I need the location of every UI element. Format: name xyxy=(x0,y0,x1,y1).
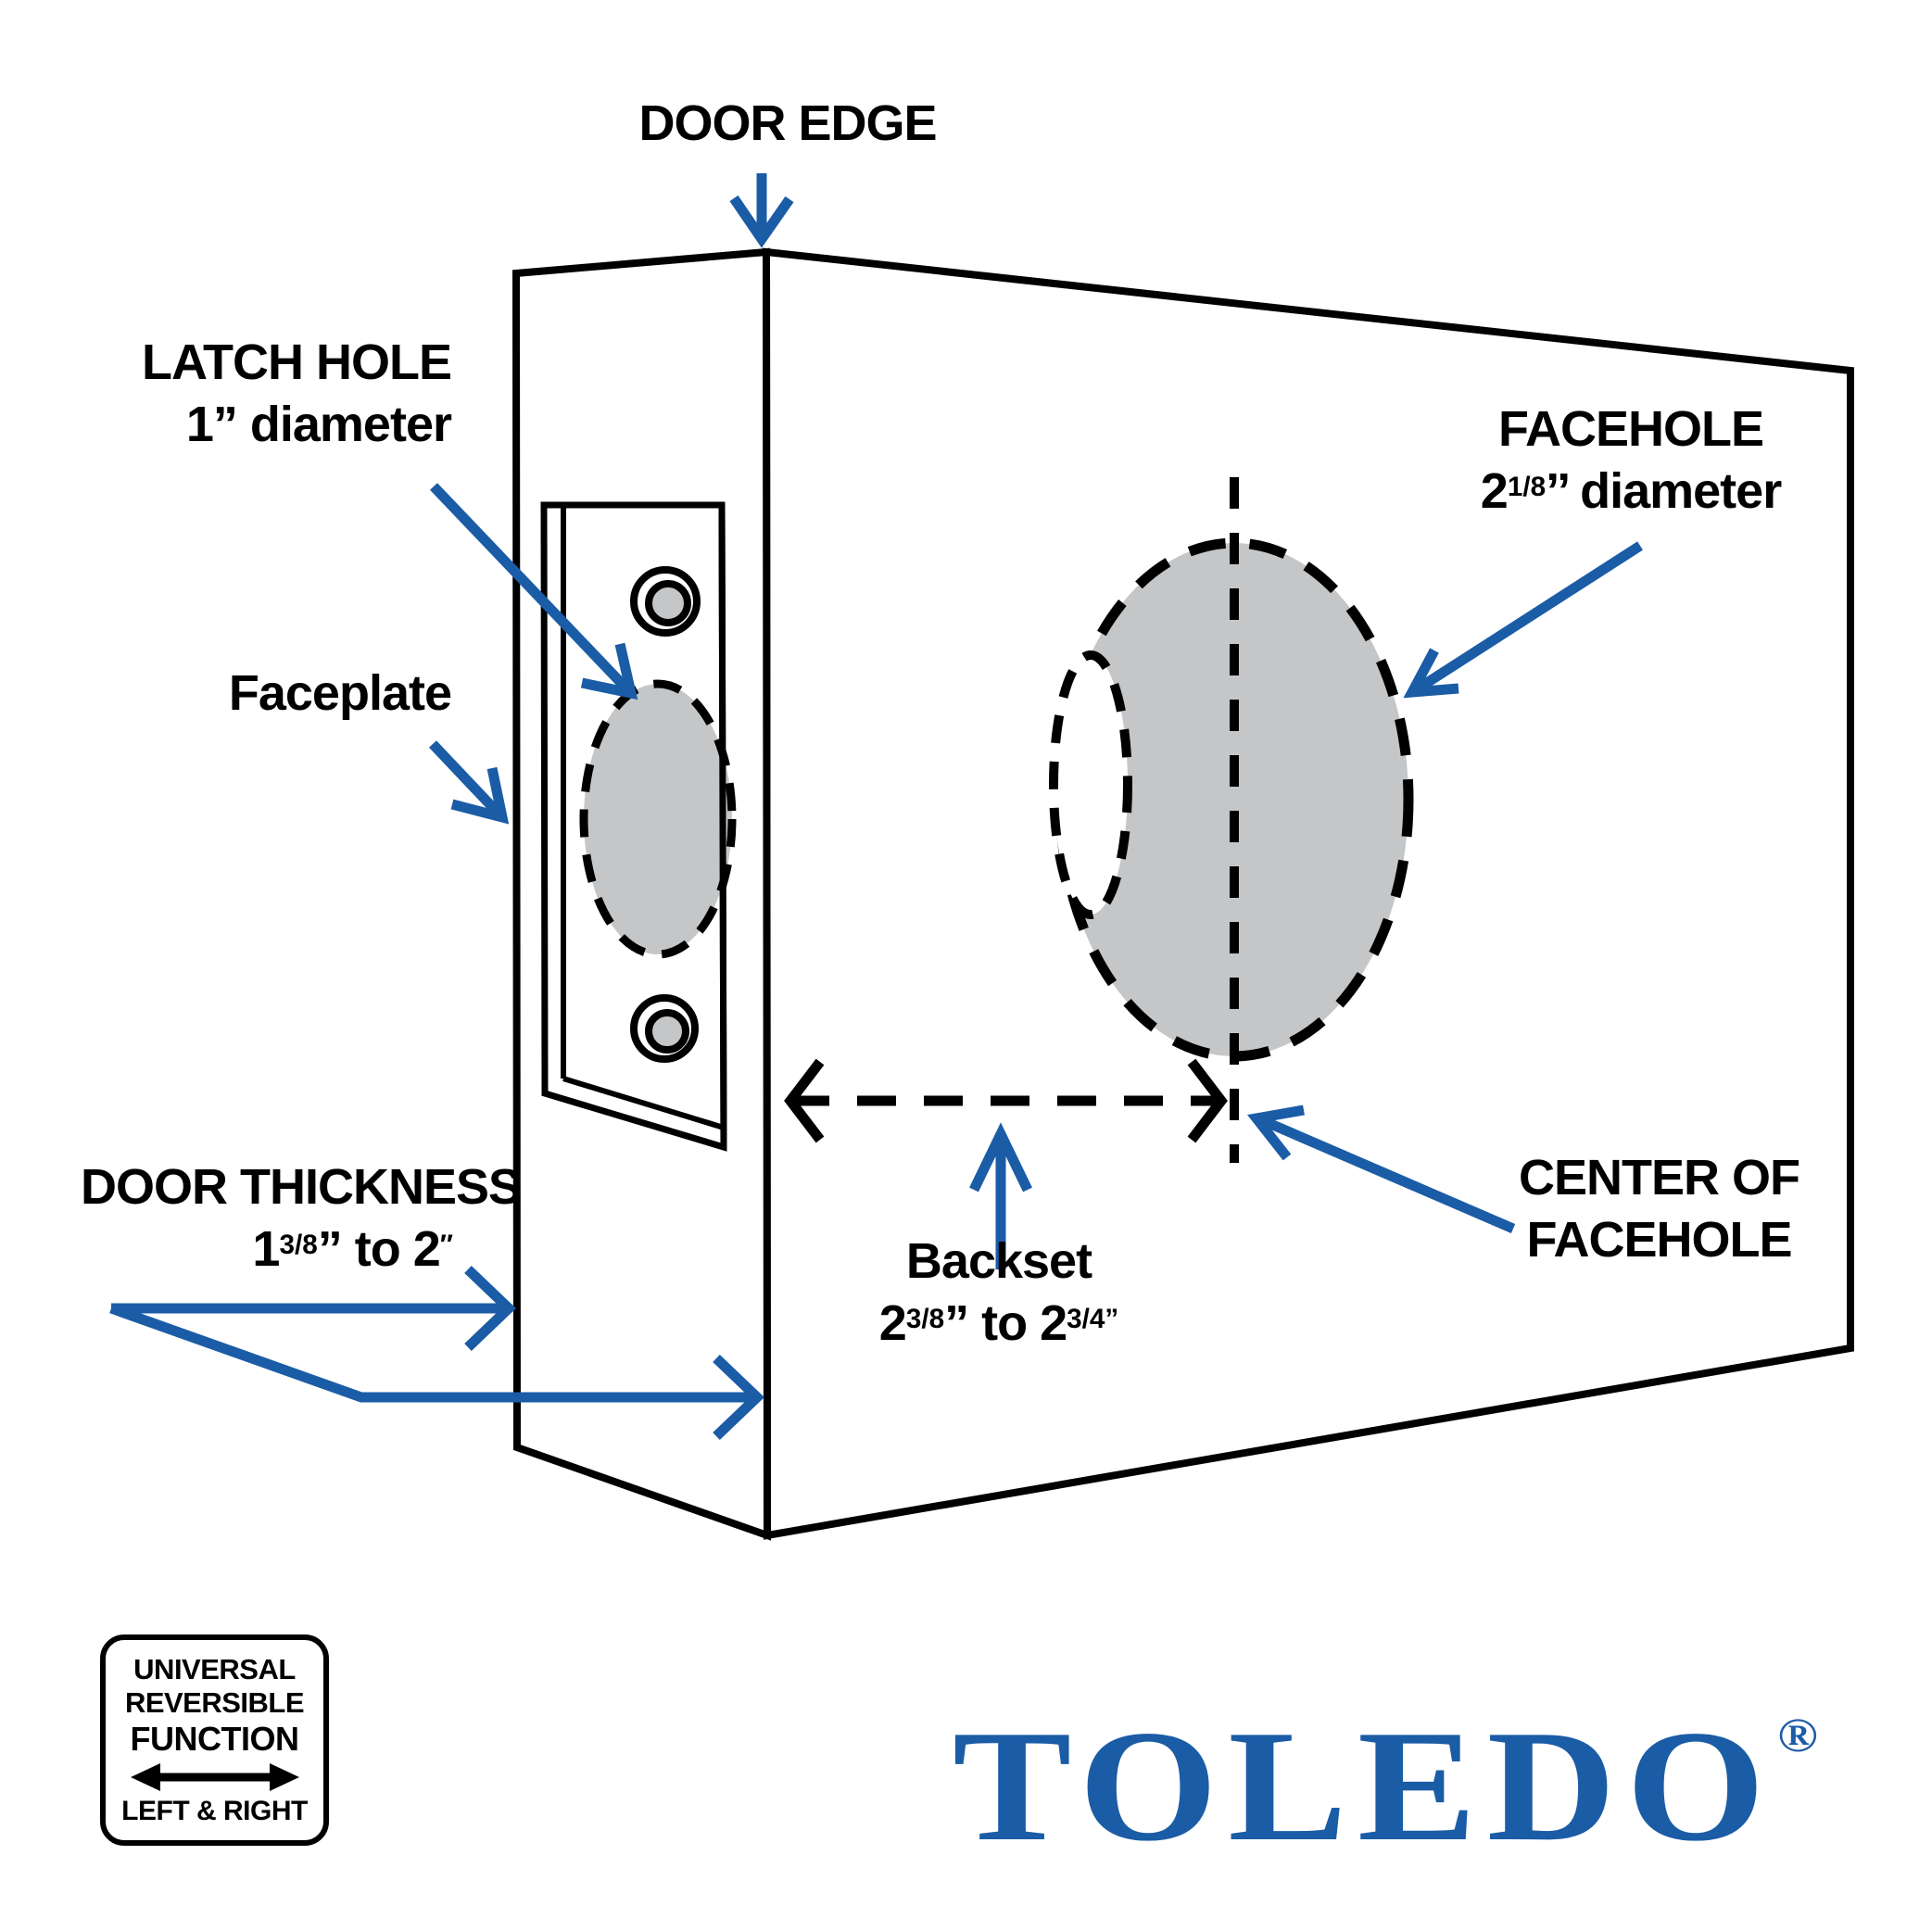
faceplate-drawing xyxy=(540,501,737,1152)
center-of-facehole-label-line1: CENTER OF xyxy=(1518,1150,1800,1205)
faceplate-arrow xyxy=(429,740,510,825)
faceplate-right-edge xyxy=(718,504,727,1148)
screw-top-inner xyxy=(645,580,691,626)
brand-name: TOLEDO xyxy=(953,1698,1776,1874)
backset-label-line2: 23/8” to 23/4” xyxy=(878,1294,1119,1351)
door-thickness-label: DOOR THICKNESS 13/8” to 2″ xyxy=(81,1156,522,1281)
faceplate-label: Faceplate xyxy=(173,663,452,725)
center-of-facehole-label-line2: FACEHOLE xyxy=(1526,1211,1792,1268)
facehole-label-line2: 21/8’’ diameter xyxy=(1480,462,1782,519)
facehole-arrow xyxy=(1403,541,1643,699)
faceplate-label-text: Faceplate xyxy=(228,665,452,721)
backset-arrowhead-left xyxy=(784,1058,825,1143)
door-edge-arrow xyxy=(729,173,794,248)
latch-hole-label: LATCH HOLE 1” diameter xyxy=(99,332,452,456)
facehole-drawing xyxy=(1049,477,1414,1163)
screw-bottom-inner xyxy=(645,1009,689,1054)
latch-hole-ellipse xyxy=(579,679,737,959)
latch-hole-label-line1: LATCH HOLE xyxy=(142,334,452,390)
facehole-label: FACEHOLE 21/8’’ diameter xyxy=(1408,398,1853,523)
facehole-label-line1: FACEHOLE xyxy=(1497,401,1764,457)
brand-logo: TOLEDO® xyxy=(953,1707,1818,1866)
backset-measure-arrow xyxy=(784,1058,1228,1143)
backset-label: Backset 23/8” to 23/4” xyxy=(814,1231,1184,1355)
callout-arrows xyxy=(109,173,1643,1440)
latch-bore-ellipse xyxy=(1049,650,1132,919)
universal-reversible-badge: UNIVERSAL REVERSIBLE FUNCTION LEFT & RIG… xyxy=(100,1634,329,1846)
door-thickness-label-line2: 13/8” to 2″ xyxy=(252,1220,453,1277)
center-of-facehole-label: CENTER OF FACEHOLE xyxy=(1476,1147,1842,1271)
faceplate-bevel-bottom xyxy=(562,1076,725,1130)
badge-line-left-right: LEFT & RIGHT xyxy=(121,1795,308,1826)
door-edge-label-text: DOOR EDGE xyxy=(638,95,937,151)
door-thickness-arrow xyxy=(109,1266,764,1440)
center-of-facehole-arrow xyxy=(1247,1104,1516,1234)
badge-line-reversible: REVERSIBLE xyxy=(124,1685,305,1719)
door-thickness-label-line1: DOOR THICKNESS xyxy=(81,1159,522,1215)
backset-arrowhead-right xyxy=(1187,1058,1228,1143)
left-right-arrow-icon xyxy=(130,1762,299,1791)
latch-hole-label-line2: 1” diameter xyxy=(185,396,452,452)
registered-mark-icon: ® xyxy=(1777,1710,1818,1762)
badge-line-function: FUNCTION xyxy=(130,1719,299,1758)
badge-line-universal: UNIVERSAL xyxy=(133,1652,296,1685)
backset-arrow xyxy=(969,1122,1032,1269)
backset-label-line1: Backset xyxy=(905,1233,1092,1289)
door-edge-label: DOOR EDGE xyxy=(612,93,964,155)
latch-hole-arrow xyxy=(430,483,638,700)
